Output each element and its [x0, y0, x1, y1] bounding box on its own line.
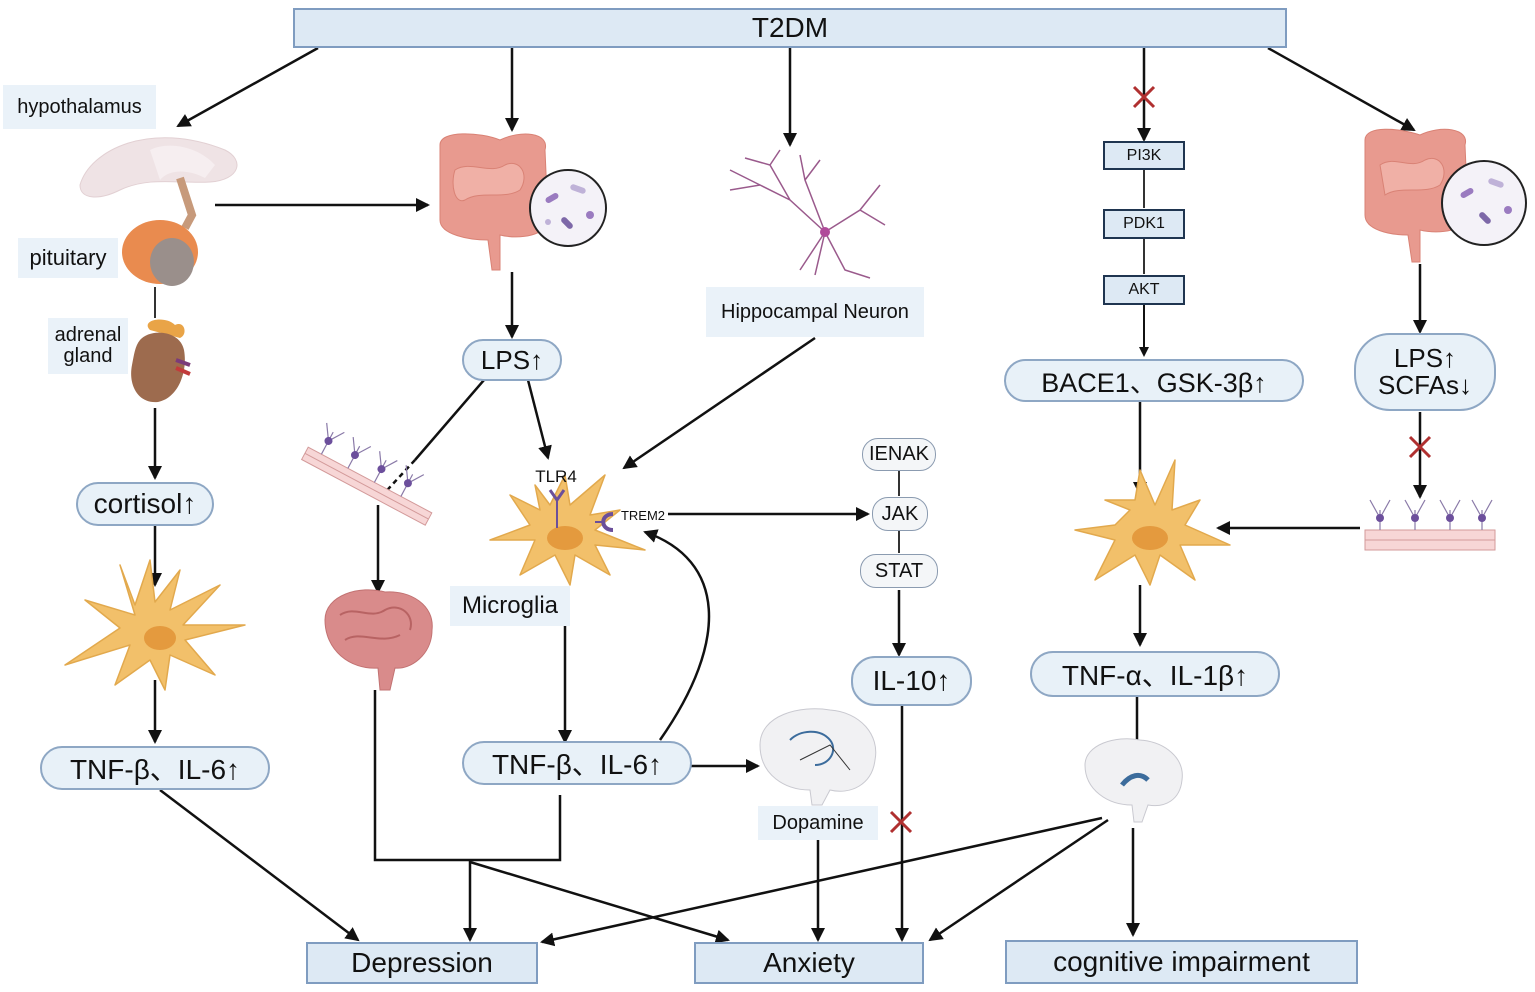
lps-scfa-node: LPS↑ SCFAs↓ [1354, 333, 1496, 411]
cognitive-impairment-outcome: cognitive impairment [1005, 940, 1358, 984]
lps-to-bbb-line [414, 379, 485, 461]
hippocampal-neuron-illustration [729, 149, 886, 279]
intestine-illustration-right [1364, 128, 1527, 263]
trem2-label: TREM2 [620, 507, 666, 523]
cytokines-feedback-arrow [643, 529, 711, 741]
brain-illustration [324, 589, 433, 691]
microglia-label: Microglia [450, 586, 570, 626]
akt-node: AKT [1103, 275, 1185, 305]
bace1-gsk3b-node: BACE1、GSK-3β↑ [1004, 359, 1304, 402]
pituitary-label: pituitary [18, 238, 118, 278]
hypothalamus-illustration [79, 137, 238, 198]
to-anxiety-arrow-center [469, 860, 730, 944]
center-cytokines-node: TNF-β、IL-6↑ [462, 741, 692, 785]
inhibit-mark-scfa [1408, 435, 1432, 459]
pi3k-node: PI3K [1103, 141, 1185, 170]
inhibit-mark-pi3k [1132, 85, 1156, 109]
depression-outcome: Depression [306, 942, 538, 984]
dopamine-label: Dopamine [758, 806, 878, 840]
brain-cytokines-connector [373, 690, 562, 862]
right-cytokines-node: TNF-α、IL-1β↑ [1030, 651, 1280, 697]
hippocampus-to-depression-arrow [540, 816, 1103, 947]
blood-brain-barrier-illustration-left [300, 422, 433, 526]
stat-node: STAT [860, 554, 938, 588]
cortisol-node: cortisol↑ [76, 482, 214, 526]
ienak-node: IENAK [862, 438, 936, 471]
neuron-to-microglia-arrow [622, 336, 816, 470]
t2dm-arrows [176, 46, 1416, 147]
adrenal-kidney-illustration [131, 319, 191, 403]
left-cytokines-to-depression-arrow [159, 789, 360, 942]
microglia-cell-center [489, 474, 646, 586]
microglia-cell-right [1074, 459, 1231, 586]
tlr4-label: TLR4 [535, 467, 577, 486]
lps-to-tlr4-arrow [526, 379, 552, 460]
inhibit-mark-il10 [889, 810, 913, 834]
hippocampal-neuron-label: Hippocampal Neuron [706, 287, 924, 337]
t2dm-title-box: T2DM [293, 8, 1287, 48]
pdk1-node: PDK1 [1103, 209, 1185, 239]
hippocampus-brain-illustration [1084, 738, 1183, 823]
microglia-cell-left [64, 559, 246, 691]
left-cytokines-node: TNF-β、IL-6↑ [40, 746, 270, 790]
jak-node: JAK [872, 497, 928, 531]
hippocampus-to-anxiety-arrow [928, 818, 1109, 942]
anxiety-outcome: Anxiety [694, 942, 924, 984]
intestine-illustration-left [439, 133, 607, 271]
adrenal-gland-label: adrenal gland [48, 318, 128, 374]
pituitary-illustration [122, 176, 198, 286]
blood-brain-barrier-illustration-right [1364, 499, 1496, 551]
lps-node: LPS↑ [462, 339, 562, 381]
hypothalamus-label: hypothalamus [3, 85, 156, 129]
dopamine-brain-illustration [759, 708, 877, 806]
il10-node: IL-10↑ [851, 656, 972, 706]
